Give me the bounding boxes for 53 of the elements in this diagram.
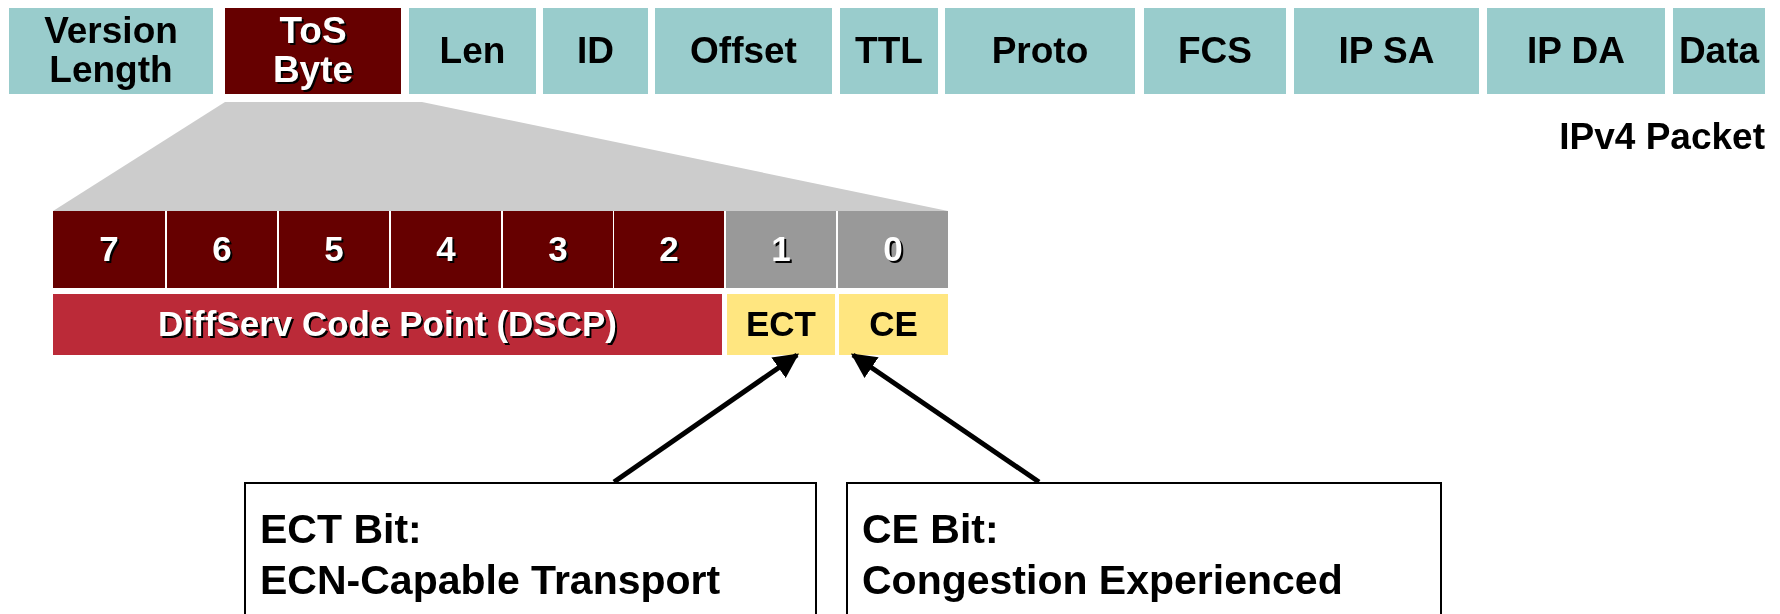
arrow xyxy=(612,352,800,485)
field-label: ID xyxy=(577,31,614,71)
note-box xyxy=(846,482,1442,614)
header-field xyxy=(543,8,648,94)
arrow xyxy=(850,352,1041,485)
field-label: Offset xyxy=(690,31,797,71)
note-box xyxy=(244,482,817,614)
header-field xyxy=(945,8,1135,94)
field-label: 0 xyxy=(883,231,903,268)
field-label: CE xyxy=(869,306,918,343)
field-label: TTL xyxy=(855,31,923,71)
header-field xyxy=(1294,8,1479,94)
field-label: Len xyxy=(439,31,506,71)
bit-cell xyxy=(726,211,836,288)
bit-cell xyxy=(279,211,389,288)
field-label: FCS xyxy=(1178,31,1252,71)
field-label: 1 xyxy=(771,231,791,268)
header-field xyxy=(655,8,832,94)
field-label: ToS Byte xyxy=(271,12,355,90)
field-label: 6 xyxy=(212,231,232,268)
bit-cell xyxy=(614,211,724,288)
field-label: ECT xyxy=(746,306,816,343)
note-heading: ECT Bit: xyxy=(260,505,422,554)
field-label: Proto xyxy=(991,31,1089,71)
header-field xyxy=(840,8,938,94)
field-label: 7 xyxy=(99,231,119,268)
bit-cell xyxy=(503,211,613,288)
header-field xyxy=(1487,8,1665,94)
field-cell xyxy=(727,294,835,355)
bit-cell xyxy=(391,211,501,288)
field-label: Version Length xyxy=(43,12,179,90)
bit-cell xyxy=(838,211,948,288)
field-label: 4 xyxy=(436,231,456,268)
header-field xyxy=(9,8,213,94)
field-label: 3 xyxy=(548,231,568,268)
field-label: 2 xyxy=(659,231,679,268)
header-field xyxy=(1673,8,1765,94)
header-field xyxy=(409,8,536,94)
field-cell xyxy=(53,294,722,355)
field-label: IP SA xyxy=(1338,31,1435,71)
field-label: Data xyxy=(1678,31,1760,71)
header-field xyxy=(1144,8,1286,94)
field-label: 5 xyxy=(324,231,344,268)
caption: IPv4 Packet xyxy=(1559,116,1765,158)
note-text: ECN-Capable Transport xyxy=(260,556,721,606)
field-label: DiffServ Code Point (DSCP) xyxy=(158,306,617,343)
field-cell xyxy=(839,294,948,355)
header-field xyxy=(225,8,401,94)
field-label: IP DA xyxy=(1527,31,1625,71)
note-heading: CE Bit: xyxy=(862,505,999,554)
bit-cell xyxy=(167,211,277,288)
bit-cell xyxy=(53,211,165,288)
note-text: Congestion Experienced xyxy=(862,556,1343,606)
